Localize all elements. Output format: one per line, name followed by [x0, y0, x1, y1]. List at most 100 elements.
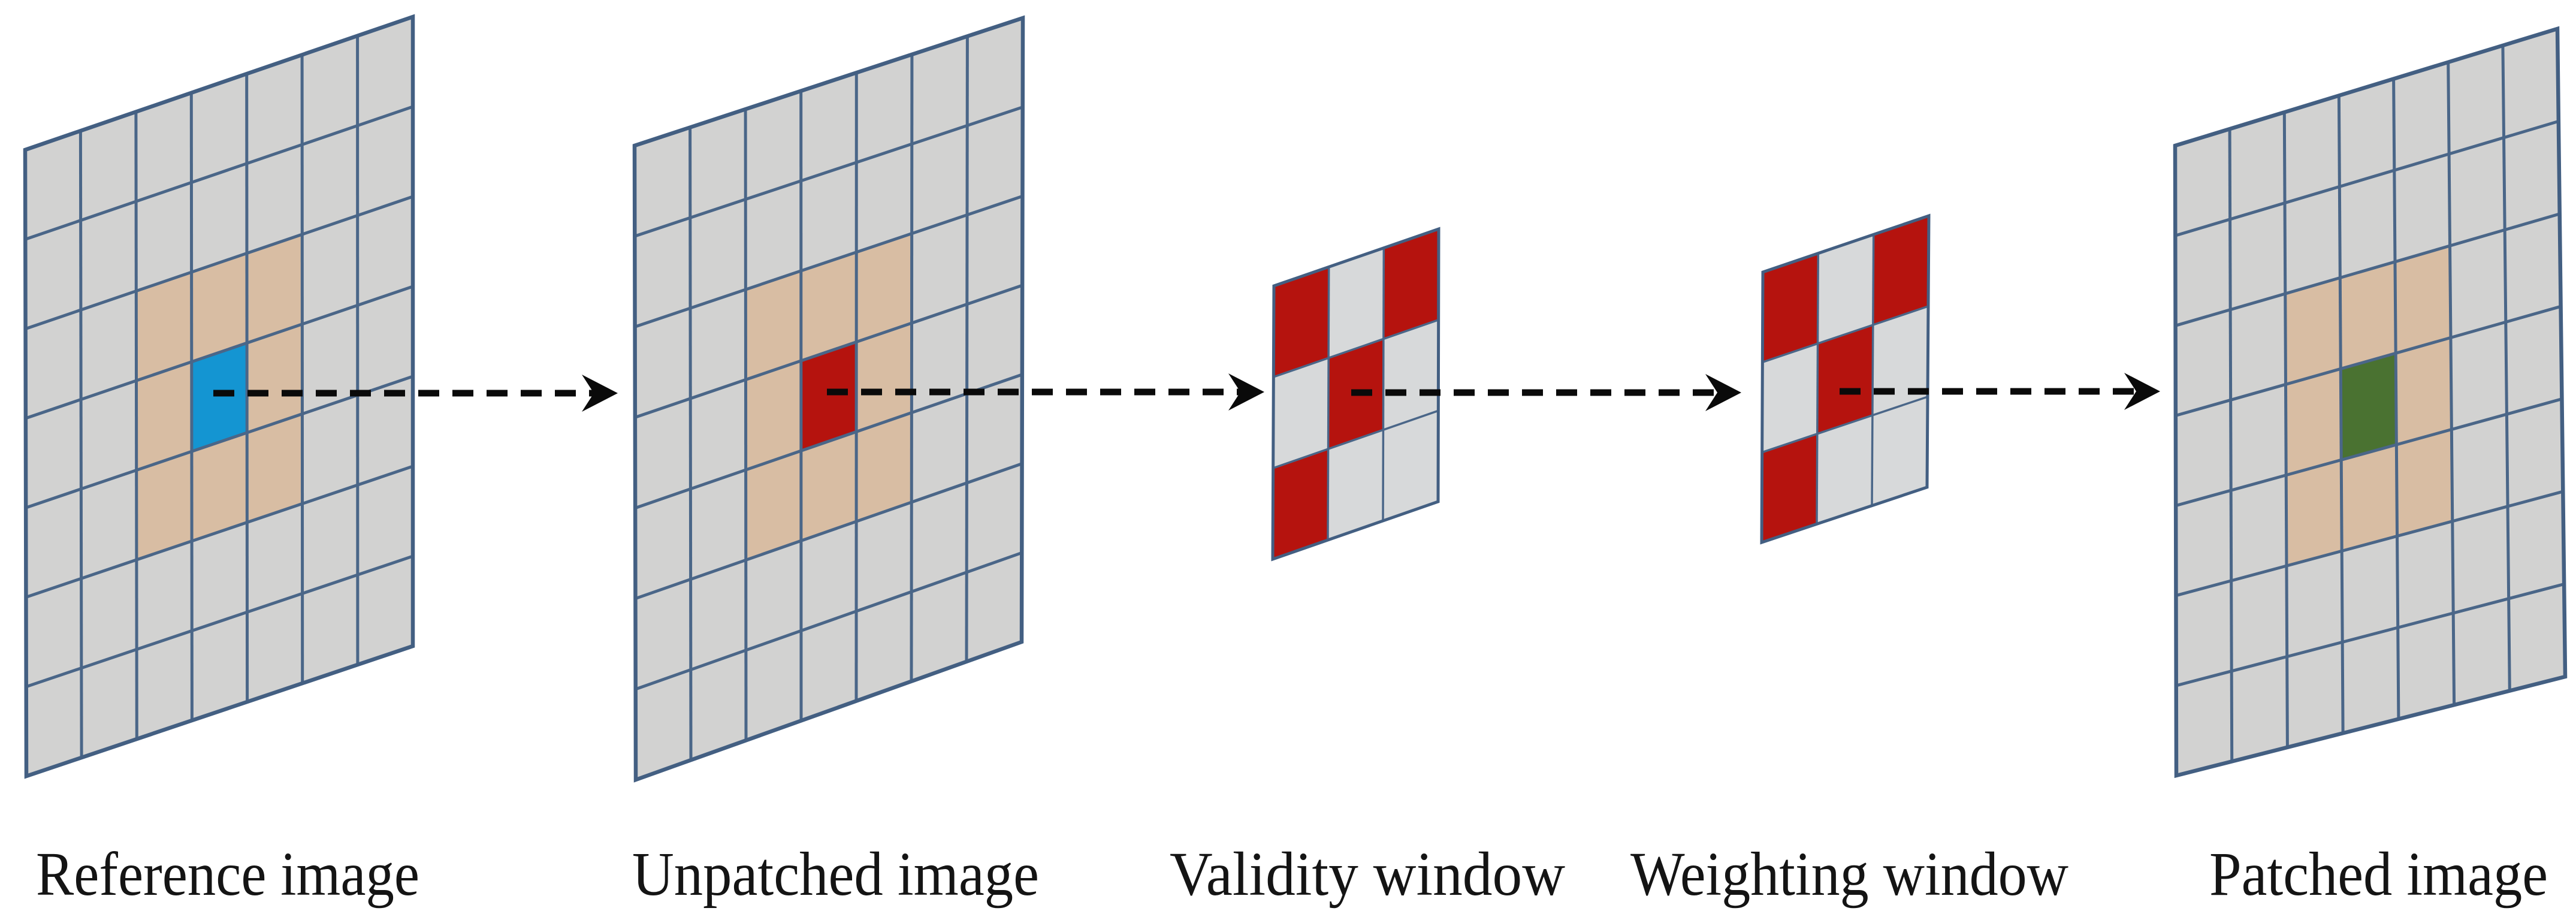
grid-patched-image-cell-4-3	[2341, 444, 2397, 551]
grid-unpatched-image-cell-0-4	[856, 54, 912, 163]
grid-weighting-window-cell-2-2	[1872, 397, 1928, 506]
grid-validity-window-cell-2-1	[1328, 430, 1384, 540]
grid-unpatched-image-cell-3-2	[745, 361, 801, 470]
grid-patched-image-cell-5-2	[2287, 551, 2343, 657]
grid-patched-image-cell-0-6	[2502, 29, 2559, 138]
grid-unpatched-image-cell-4-4	[856, 412, 912, 522]
grid-unpatched-image-cell-4-3	[801, 432, 857, 541]
grid-unpatched-image-cell-2-1	[690, 289, 746, 399]
grid-unpatched-image-cell-3-3	[801, 342, 857, 451]
grid-patched-image-cell-2-5	[2450, 230, 2506, 338]
grid-reference-image-cell-3-4	[247, 324, 303, 433]
grid-reference-image-cell-3-6	[357, 286, 413, 396]
arrows-layer	[213, 373, 2160, 412]
grid-patched-image-cell-3-2	[2285, 369, 2342, 475]
grid-reference-image-cell-1-0	[25, 220, 81, 329]
grid-unpatched-image-cell-5-5	[911, 482, 967, 592]
grid-reference-image-cell-2-0	[25, 310, 81, 418]
grid-patched-image-cell-3-6	[2505, 306, 2562, 415]
grid-patched-image-cell-1-4	[2394, 153, 2450, 262]
grid-unpatched-image-cell-1-6	[967, 107, 1023, 215]
grids-layer	[23, 14, 2568, 783]
grid-patched-image-cell-1-1	[2230, 203, 2285, 310]
grid-unpatched-image-cell-4-5	[911, 393, 967, 502]
grid-unpatched-image-cell-1-2	[745, 180, 801, 289]
grid-reference-image-cell-1-5	[302, 125, 358, 234]
grid-reference-image-cell-5-5	[302, 485, 358, 594]
grid-reference-image-cell-4-4	[247, 414, 303, 523]
grid-unpatched-image-cell-5-2	[745, 541, 801, 650]
grid-patched-image-cell-1-6	[2503, 121, 2560, 230]
grid-unpatched-image-cell-4-6	[967, 374, 1022, 483]
grid-patched-image-cell-4-1	[2231, 475, 2287, 581]
grid-patched-image-cell-6-3	[2342, 628, 2399, 734]
grid-patched-image-cell-0-0	[2175, 129, 2230, 236]
grid-reference-image-cell-5-2	[136, 541, 192, 650]
grid-patched-image-cell-5-0	[2176, 580, 2232, 686]
grid-reference-image	[23, 14, 415, 779]
grid-reference-image-cell-1-3	[191, 163, 247, 272]
grid-patched-image-cell-4-0	[2176, 490, 2231, 596]
grid-unpatched-image-cell-3-6	[967, 285, 1023, 394]
grid-weighting-window-cell-0-2	[1873, 216, 1929, 325]
grid-reference-image-cell-5-1	[81, 560, 137, 668]
grid-patched-image-cell-1-0	[2175, 219, 2231, 326]
grid-unpatched-image-cell-5-6	[967, 463, 1022, 572]
grid-validity-window-cell-0-1	[1328, 248, 1384, 358]
grid-patched-image-cell-1-2	[2285, 186, 2341, 294]
grid-unpatched-image-cell-6-2	[745, 631, 801, 741]
grid-weighting-window-cell-1-2	[1872, 306, 1928, 415]
grid-unpatched-image-cell-1-3	[801, 162, 857, 271]
grid-patched-image-cell-6-0	[2176, 671, 2232, 776]
grid-patched-image-cell-5-1	[2231, 566, 2287, 671]
arrow-validity-to-weighting	[1351, 374, 1741, 411]
grid-unpatched-image-cell-5-3	[801, 521, 857, 631]
grid-reference-image-cell-6-5	[302, 575, 358, 683]
grid-reference-image-cell-3-5	[302, 305, 358, 414]
grid-unpatched-image-cell-6-1	[690, 650, 746, 761]
grid-patched-image-cell-2-4	[2394, 246, 2451, 354]
grid-patched-image-cell-4-2	[2286, 460, 2342, 566]
grid-reference-image-cell-6-1	[81, 649, 137, 758]
grid-patched-image-cell-3-4	[2396, 337, 2452, 445]
grid-reference-image-cell-6-0	[26, 668, 82, 776]
grid-weighting-window	[1760, 213, 1931, 545]
grid-patched-image-cell-5-3	[2342, 536, 2398, 643]
grid-unpatched-image-cell-6-3	[801, 611, 856, 721]
grid-unpatched-image-cell-4-2	[745, 451, 801, 560]
grid-reference-image-cell-5-6	[357, 466, 413, 575]
grid-patched-image-cell-6-1	[2231, 656, 2288, 762]
grid-reference-image-cell-5-3	[192, 522, 247, 631]
grid-patched-image-cell-2-1	[2230, 294, 2286, 400]
grid-patched-image-cell-1-5	[2449, 137, 2505, 246]
label-weighting-window: Weighting window	[1630, 840, 2068, 909]
grid-reference-image-cell-0-2	[135, 92, 192, 202]
grid-validity-window-cell-1-0	[1273, 358, 1329, 468]
grid-unpatched-image-cell-3-1	[690, 379, 746, 489]
grid-reference-image-cell-4-2	[136, 451, 192, 560]
grid-patched-image-cell-0-4	[2393, 62, 2450, 171]
grid-reference-image-cell-2-2	[136, 272, 192, 381]
grid-unpatched-image-cell-0-3	[801, 73, 857, 181]
label-reference-image: Reference image	[36, 840, 419, 909]
labels-layer: Reference image Unpatched image Validity…	[36, 840, 2548, 909]
grid-reference-image-cell-0-1	[80, 111, 137, 221]
grid-unpatched-image-cell-1-4	[856, 144, 912, 252]
grid-unpatched-image-cell-5-1	[690, 560, 746, 670]
grid-reference-image-cell-0-5	[302, 35, 358, 145]
grid-unpatched-image-cell-0-5	[911, 36, 968, 144]
grid-unpatched-image-cell-2-4	[856, 233, 912, 342]
grid-reference-image-cell-4-3	[191, 432, 247, 541]
grid-patched-image-cell-3-1	[2230, 384, 2287, 491]
grid-patched-image-cell-1-3	[2339, 170, 2395, 278]
grid-patched-image-cell-0-3	[2339, 79, 2394, 187]
grid-patched-image-cell-0-5	[2448, 45, 2504, 154]
grid-unpatched-image-cell-4-0	[635, 488, 691, 599]
grid-weighting-window-cell-0-1	[1817, 234, 1874, 344]
grid-unpatched-image-cell-2-2	[745, 270, 801, 380]
grid-reference-image-cell-3-0	[25, 399, 81, 508]
grid-reference-image-cell-2-4	[247, 234, 303, 343]
grid-reference-image-cell-1-6	[357, 107, 413, 216]
